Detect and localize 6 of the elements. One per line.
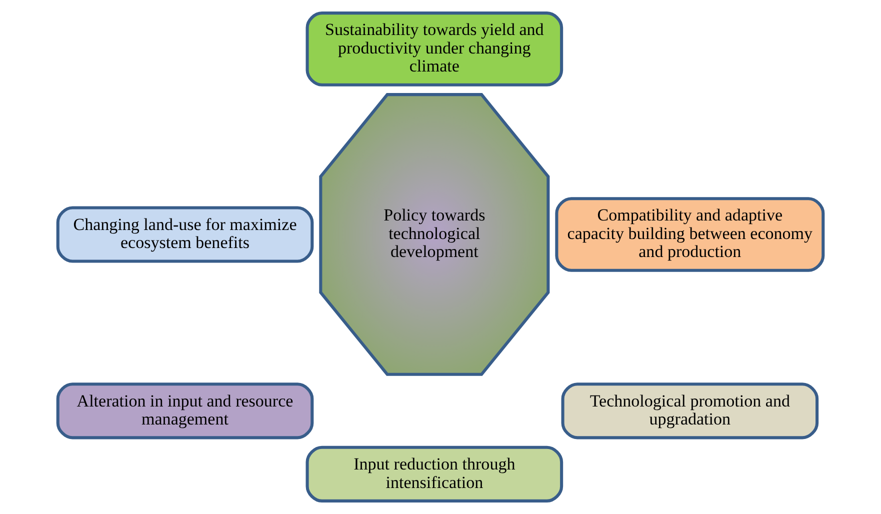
node-box: Sustainability towards yield and productivity under changing climate (306, 12, 564, 86)
node-box: Alteration in input and resource management (56, 382, 314, 440)
node-box: Compatibility and adaptive capacity building between economy and production (555, 197, 825, 272)
node-box: Changing land-use for maximize ecosystem benefits (56, 206, 314, 263)
node-box: Input reduction through intensification (306, 446, 564, 502)
node-box: Technological promotion and upgradation (561, 382, 819, 440)
